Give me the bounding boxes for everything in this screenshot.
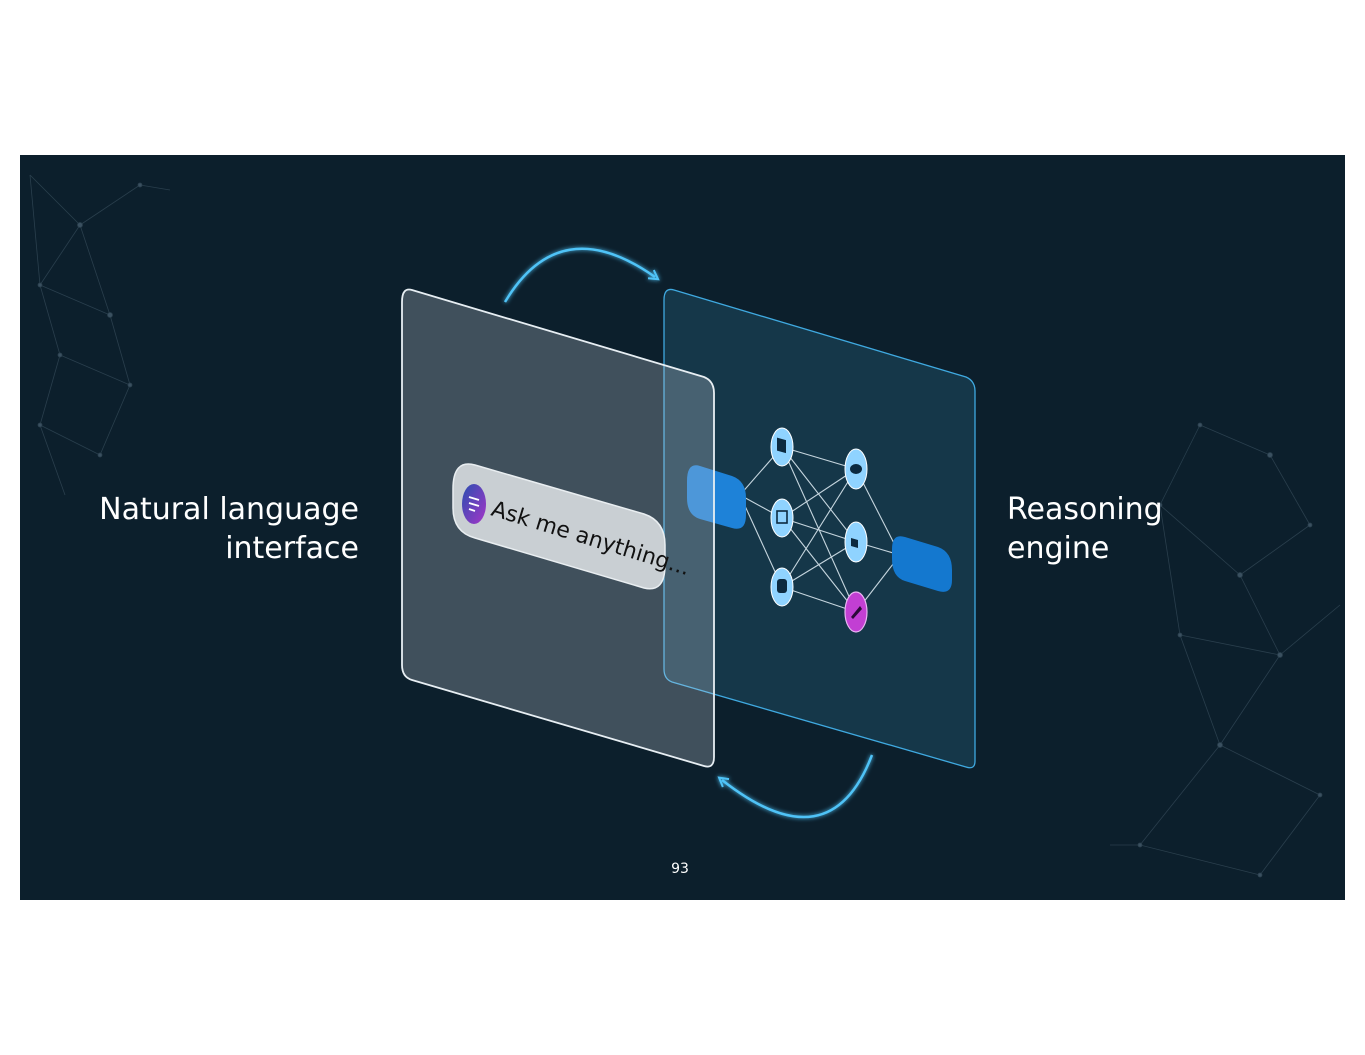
reasoning-diagram: Ask me anything... bbox=[29, 174, 1341, 878]
node-chart bbox=[844, 521, 868, 563]
left-label-line-1: Natural language bbox=[99, 492, 359, 527]
right-label-line-1: Reasoning bbox=[1007, 492, 1163, 527]
input-connector bbox=[687, 465, 746, 529]
node-pencil-highlight bbox=[844, 591, 868, 633]
reasoning-engine-label: Reasoning engine bbox=[1007, 490, 1267, 568]
node-database bbox=[770, 567, 794, 607]
cycle-arrow-bottom bbox=[717, 754, 874, 819]
left-label-line-2: interface bbox=[225, 531, 359, 566]
cycle-arrow-top bbox=[503, 247, 660, 303]
natural-language-interface-label: Natural language interface bbox=[39, 490, 359, 568]
background-mesh-left bbox=[29, 174, 171, 496]
right-label-line-2: engine bbox=[1007, 531, 1110, 566]
network-edges bbox=[739, 446, 901, 613]
background-mesh-right bbox=[1110, 422, 1341, 878]
page-number: 93 bbox=[671, 861, 689, 877]
node-document bbox=[770, 427, 794, 467]
reasoning-engine-panel bbox=[663, 288, 976, 769]
node-window bbox=[770, 498, 794, 538]
chat-bubble-icon bbox=[462, 484, 486, 524]
node-cloud bbox=[844, 448, 868, 490]
output-connector bbox=[892, 536, 952, 592]
natural-language-panel: Ask me anything... bbox=[401, 288, 715, 768]
slide: Ask me anything... Natural language inte… bbox=[20, 155, 1345, 900]
